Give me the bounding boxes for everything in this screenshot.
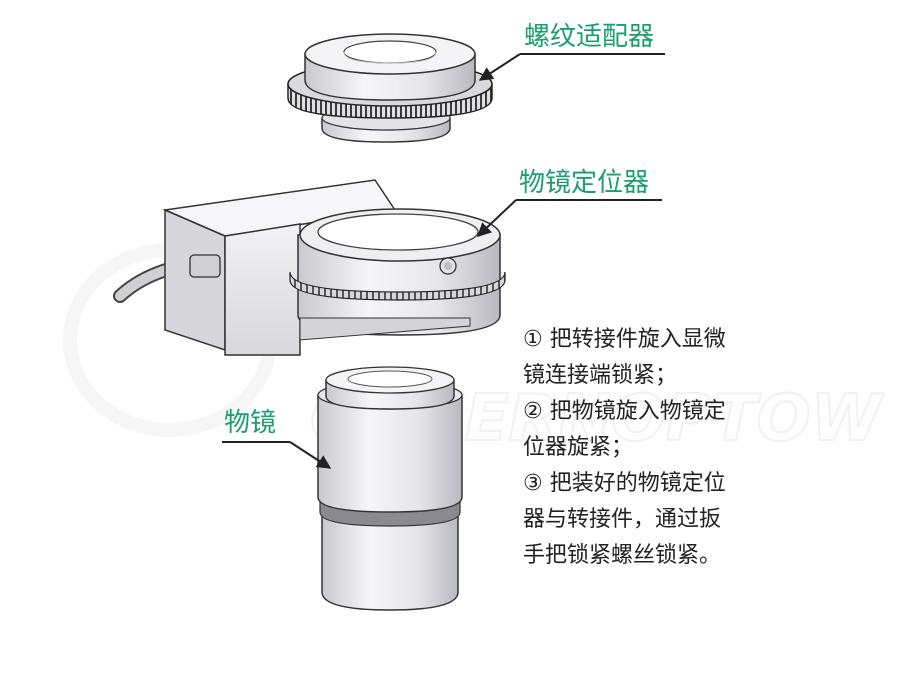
instruction-line: 器与转接件，通过扳 xyxy=(523,507,722,532)
instruction-line: 手把锁紧螺丝锁紧。 xyxy=(523,543,722,568)
instruction-line: 位器旋紧； xyxy=(523,435,634,460)
assembly-instructions: ① 把转接件旋入显微 镜连接端锁紧； ② 把物镜旋入物镜定 位器旋紧； ③ 把装… xyxy=(523,322,773,574)
label-objective: 物镜 xyxy=(224,408,277,438)
label-objective-locator: 物镜定位器 xyxy=(519,168,650,198)
instruction-line: ③ 把装好的物镜定位 xyxy=(523,471,726,496)
instruction-line: ① 把转接件旋入显微 xyxy=(523,327,726,352)
objective-locator-part xyxy=(113,179,506,356)
leader-locator xyxy=(476,199,662,237)
objective-part xyxy=(317,366,463,611)
leader-objective xyxy=(222,441,332,469)
arrow-icon xyxy=(478,53,521,81)
instruction-line: 镜连接端锁紧； xyxy=(523,363,678,388)
instruction-line: ② 把物镜旋入物镜定 xyxy=(523,399,726,424)
arrow-icon xyxy=(476,199,517,237)
leader-adapter xyxy=(478,53,665,81)
thread-adapter-part xyxy=(287,33,493,143)
arrow-icon xyxy=(289,441,332,469)
label-thread-adapter: 螺纹适配器 xyxy=(524,22,655,52)
